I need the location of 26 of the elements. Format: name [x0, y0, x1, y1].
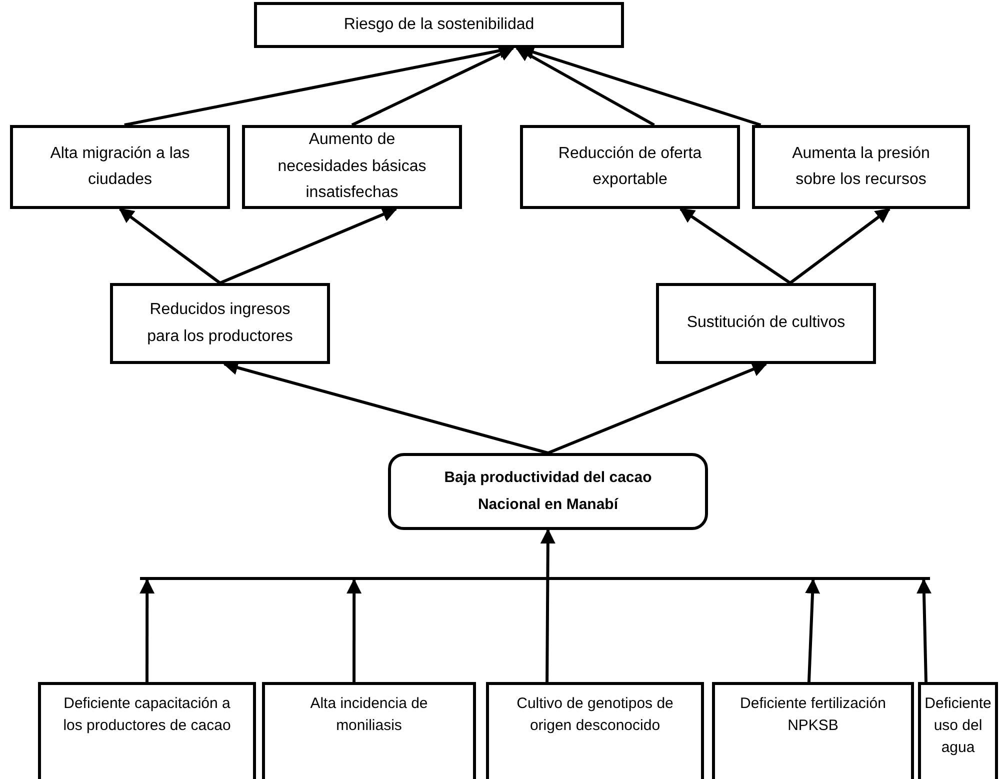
arrow [346, 578, 362, 682]
cause-effect-box: Cultivo de genotipos de origen desconocido [486, 682, 704, 779]
cause-effect-box: Reducción de oferta exportable [520, 125, 740, 209]
arrow [789, 208, 891, 284]
cause-effect-box: Deficiente uso del agua [918, 682, 998, 779]
arrow [547, 362, 768, 454]
cause-effect-box: Deficiente capacitación a los productores de cacao [38, 682, 256, 779]
cause-effect-box: Alta incidencia de moniliasis [262, 682, 476, 779]
cause-effect-box: Reducidos ingresos para los productores [110, 283, 330, 364]
arrow [540, 528, 556, 682]
problem-box: Baja productividad del cacao Nacional en Manabí [388, 453, 708, 530]
cause-effect-box: Sustitución de cultivos [656, 283, 876, 364]
arrow [805, 578, 820, 682]
arrow [140, 578, 155, 682]
arrow [679, 208, 792, 284]
arrow [515, 46, 655, 126]
arrow [916, 578, 932, 682]
cause-effect-box: Riesgo de la sostenibilidad [254, 2, 624, 48]
junction-bar [140, 577, 930, 580]
cause-effect-box: Deficiente fertilización NPKSB [712, 682, 914, 779]
cause-effect-box: Alta migración a las ciudades [10, 125, 230, 209]
cause-effect-box: Aumenta la presión sobre los recursos [752, 125, 970, 209]
arrow [219, 207, 398, 284]
arrow [351, 46, 514, 126]
cause-effect-box: Aumento de necesidades básicas insatisfechas [242, 125, 462, 209]
arrow [118, 208, 221, 284]
